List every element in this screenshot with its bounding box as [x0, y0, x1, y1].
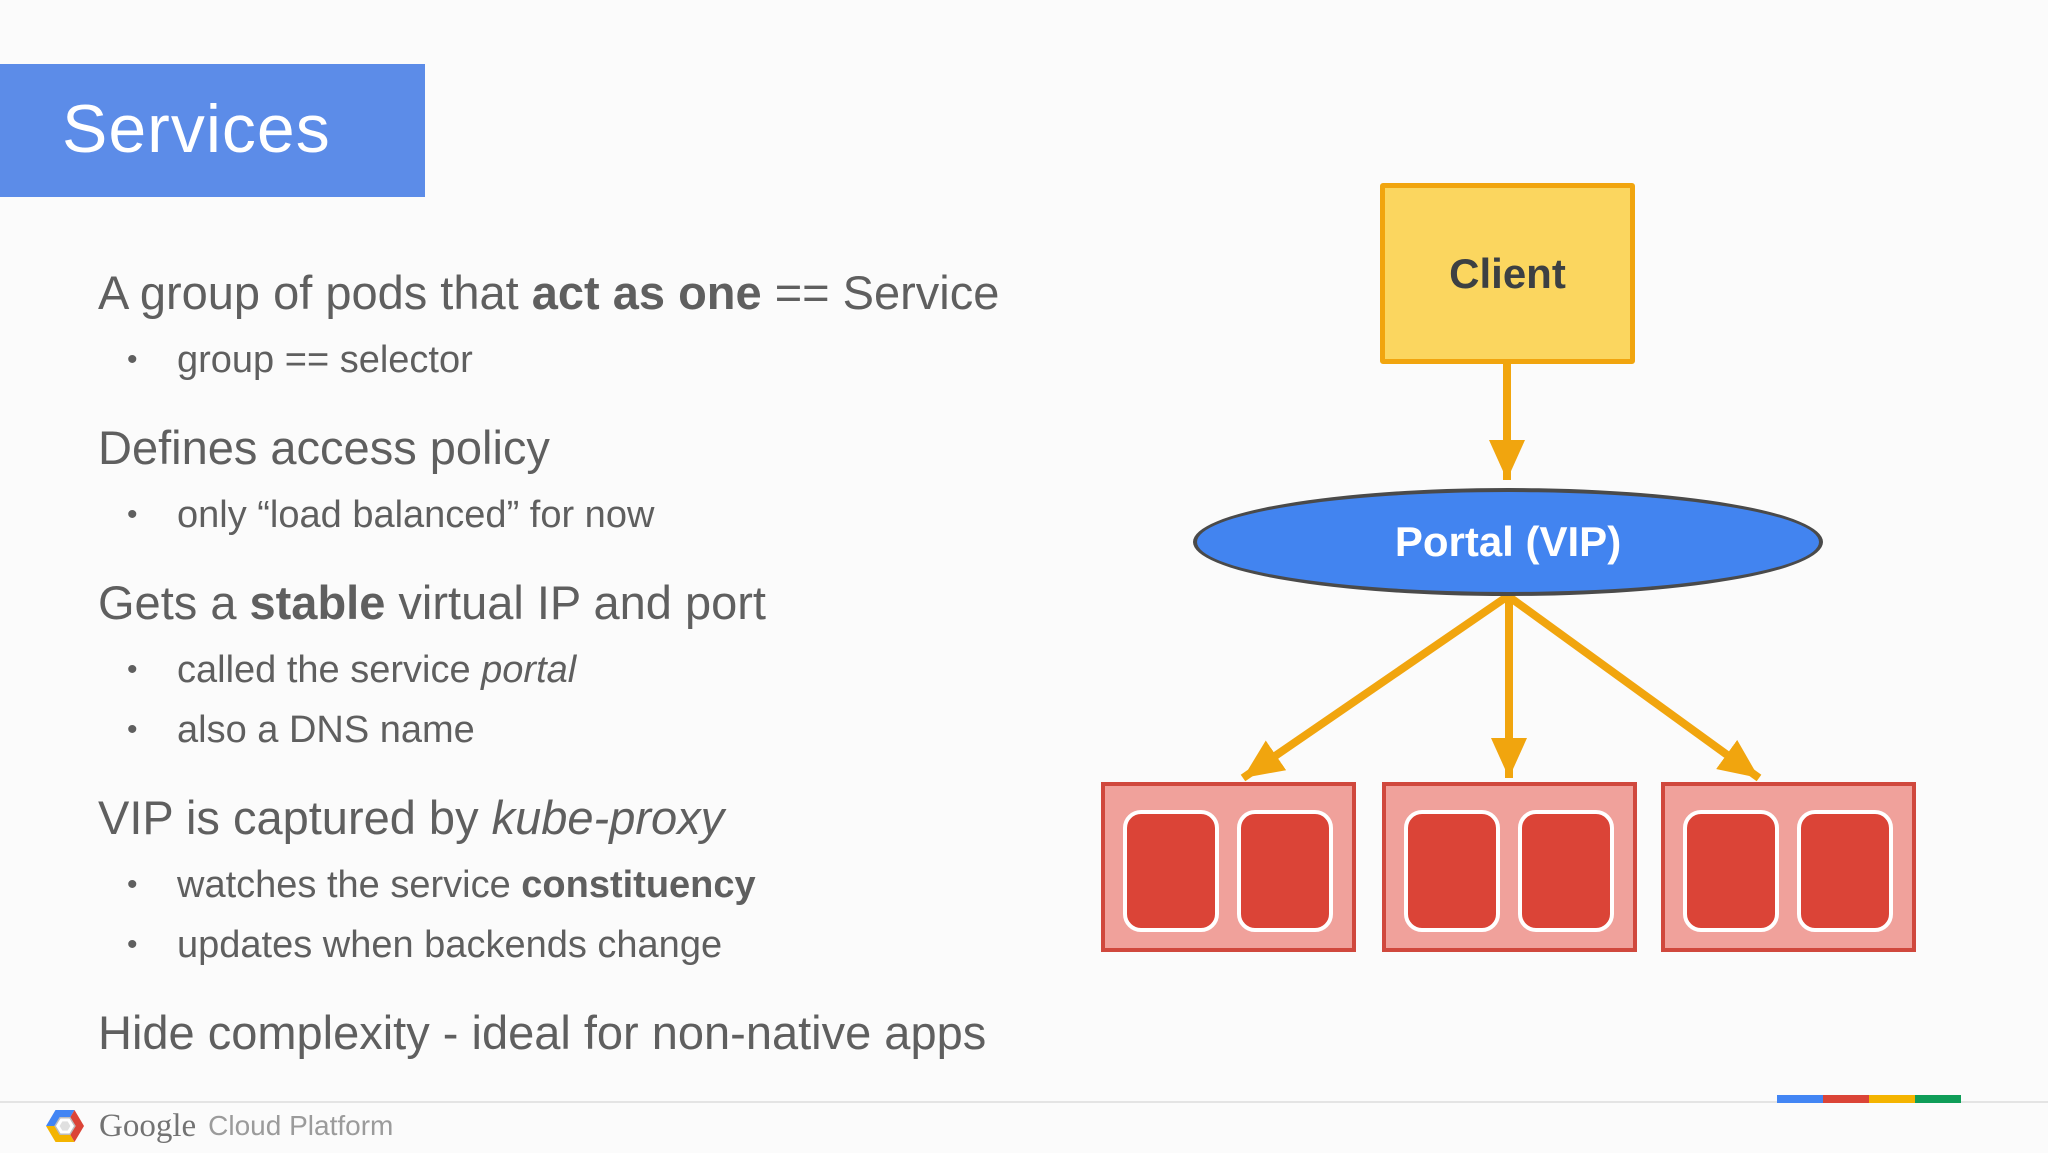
sub-bullet: • only “load balanced” for now [98, 485, 1158, 545]
sub-bullet-part: only “load balanced” for now [177, 494, 655, 536]
bullet-dot-icon: • [127, 928, 138, 961]
heading-text: stable [249, 576, 386, 629]
color-bar-segment [1823, 1095, 1869, 1103]
arrow-portal-to-host-3 [1505, 592, 1762, 782]
title-banner: Services [0, 64, 425, 197]
heading-text: Gets a [98, 576, 250, 629]
portal-vip-node: Portal (VIP) [1193, 488, 1823, 596]
bullet-heading: Hide complexity - ideal for non-native a… [98, 1004, 1158, 1062]
bullet-heading: VIP is captured by kube-proxy [98, 789, 1158, 847]
logo-product-text: Cloud Platform [208, 1110, 394, 1141]
host-node [1101, 782, 1356, 952]
bullet-group: VIP is captured by kube-proxy • watches th… [98, 789, 1158, 975]
heading-text: == Service [761, 266, 1000, 319]
color-bar-segment [1777, 1095, 1823, 1103]
sub-bullet-part: group == selector [177, 339, 473, 381]
bullet-group: A group of pods that act as one == Servi… [98, 264, 1158, 390]
sub-bullet-text: updates when backends change [177, 924, 722, 966]
heading-text: virtual IP and port [385, 576, 766, 629]
sub-bullet: • called the service portal [98, 640, 1158, 700]
portal-label: Portal (VIP) [1394, 518, 1622, 565]
heading-text: VIP is captured by [98, 791, 492, 844]
sub-bullet-text: also a DNS name [177, 709, 475, 751]
bullet-group: Defines access policy • only “load balance… [98, 419, 1158, 545]
bullet-dot-icon: • [127, 498, 138, 531]
sub-bullet-text: group == selector [177, 339, 473, 381]
page-title: Services [62, 91, 331, 167]
sub-bullet-part: also a DNS name [177, 709, 475, 751]
google-color-bar [1777, 1095, 1961, 1103]
bullet-group: Gets a stable virtual IP and port • called… [98, 574, 1158, 760]
bullet-heading: Gets a stable virtual IP and port [98, 574, 1158, 632]
heading-text: Defines access policy [98, 421, 550, 474]
bullet-heading: A group of pods that act as one == Servi… [98, 264, 1158, 322]
sub-bullet-part: watches the service [177, 864, 522, 906]
sub-bullet-text: called the service portal [177, 649, 576, 691]
heading-text: kube-proxy [491, 791, 725, 844]
client-label: Client [1449, 249, 1566, 297]
sub-bullet-part: updates when backends change [177, 924, 723, 966]
pod [1683, 810, 1779, 932]
bullet-group: Hide complexity - ideal for non-native a… [98, 1004, 1158, 1062]
bullet-dot-icon: • [127, 653, 138, 686]
sub-bullet-part: constituency [521, 864, 756, 906]
host-node [1382, 782, 1637, 952]
pod [1797, 810, 1893, 932]
sub-bullet: • watches the service constituency [98, 855, 1158, 915]
sub-bullet: • updates when backends change [98, 915, 1158, 975]
footer-divider [0, 1101, 2048, 1103]
host-node [1661, 782, 1916, 952]
google-cloud-platform-logo: Google Cloud Platform [45, 1106, 393, 1146]
bullet-list: A group of pods that act as one == Servi… [98, 264, 1158, 1091]
sub-bullet-part: called the service [177, 649, 482, 691]
pod [1237, 810, 1333, 932]
bullet-dot-icon: • [127, 713, 138, 746]
logo-brand-text: Google [99, 1107, 197, 1144]
heading-text: A group of pods that [98, 266, 532, 319]
sub-bullet-text: watches the service constituency [177, 864, 756, 906]
arrow-portal-to-host-1 [1240, 592, 1511, 782]
bullet-dot-icon: • [127, 868, 138, 901]
color-bar-segment [1869, 1095, 1915, 1103]
sub-bullet-part: portal [481, 649, 577, 691]
sub-bullet-text: only “load balanced” for now [177, 494, 654, 536]
bullet-heading: Defines access policy [98, 419, 1158, 477]
heading-text: act as one [531, 266, 762, 319]
bullet-dot-icon: • [127, 343, 138, 376]
pod [1518, 810, 1614, 932]
heading-text: Hide complexity - ideal for non-native a… [98, 1006, 987, 1059]
sub-bullet: • also a DNS name [98, 700, 1158, 760]
diagram-arrows [1240, 364, 1762, 782]
pod [1404, 810, 1500, 932]
pod [1123, 810, 1219, 932]
client-node: Client [1380, 183, 1635, 364]
gcp-hexagon-icon [46, 1110, 84, 1142]
sub-bullet: • group == selector [98, 330, 1158, 390]
color-bar-segment [1915, 1095, 1961, 1103]
